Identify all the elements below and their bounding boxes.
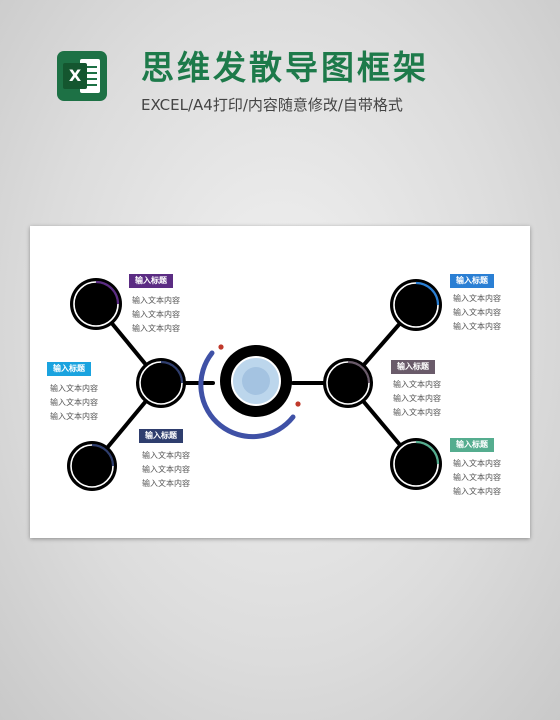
branch-node-bottom-right bbox=[390, 438, 442, 490]
center-arc bbox=[198, 350, 296, 440]
branch-text-mid-left[interactable]: 输入文本内容 bbox=[50, 398, 98, 407]
branch-title-top-left[interactable]: 输入标题 bbox=[129, 274, 173, 288]
branch-title-mid-right[interactable]: 输入标题 bbox=[391, 360, 435, 374]
page-subtitle: EXCEL/A4打印/内容随意修改/自带格式 bbox=[141, 96, 403, 114]
branch-node-bottom-left bbox=[67, 441, 117, 491]
branch-text-mid-right[interactable]: 输入文本内容 bbox=[393, 380, 441, 389]
branch-text-mid-left[interactable]: 输入文本内容 bbox=[50, 412, 98, 421]
branch-title-top-right[interactable]: 输入标题 bbox=[450, 274, 494, 288]
branch-text-top-right[interactable]: 输入文本内容 bbox=[453, 322, 501, 331]
logo-letter: X bbox=[63, 63, 87, 89]
branch-text-bottom-right[interactable]: 输入文本内容 bbox=[453, 459, 501, 468]
branch-text-mid-left[interactable]: 输入文本内容 bbox=[50, 384, 98, 393]
branch-text-mid-right[interactable]: 输入文本内容 bbox=[393, 394, 441, 403]
mind-map-diagram bbox=[67, 278, 442, 491]
hub-node-left bbox=[136, 358, 186, 408]
node-accent-arc bbox=[91, 443, 115, 467]
branch-text-top-left[interactable]: 输入文本内容 bbox=[132, 296, 180, 305]
branch-text-top-right[interactable]: 输入文本内容 bbox=[453, 294, 501, 303]
mind-map-card: 输入标题输入文本内容输入文本内容输入文本内容输入标题输入文本内容输入文本内容输入… bbox=[30, 226, 530, 538]
center-dot bbox=[295, 401, 301, 407]
center-dot bbox=[218, 344, 224, 350]
node-accent-arc bbox=[95, 280, 120, 305]
branch-title-bottom-left[interactable]: 输入标题 bbox=[139, 429, 183, 443]
branch-text-bottom-left[interactable]: 输入文本内容 bbox=[142, 465, 190, 474]
branch-node-top-left bbox=[70, 278, 122, 330]
center-node bbox=[198, 344, 301, 440]
excel-logo-icon: X bbox=[57, 51, 107, 101]
branch-text-top-left[interactable]: 输入文本内容 bbox=[132, 310, 180, 319]
branch-text-bottom-right[interactable]: 输入文本内容 bbox=[453, 473, 501, 482]
node-accent-arc bbox=[160, 360, 184, 384]
node-accent-arc bbox=[415, 281, 440, 306]
branch-text-bottom-left[interactable]: 输入文本内容 bbox=[142, 479, 190, 488]
page-title: 思维发散导图框架 bbox=[141, 48, 429, 87]
branch-title-mid-left[interactable]: 输入标题 bbox=[47, 362, 91, 376]
branch-text-bottom-left[interactable]: 输入文本内容 bbox=[142, 451, 190, 460]
node-accent-arc bbox=[415, 440, 440, 465]
branch-title-bottom-right[interactable]: 输入标题 bbox=[450, 438, 494, 452]
node-accent-arc bbox=[347, 360, 371, 384]
hub-node-right bbox=[323, 358, 373, 408]
branch-text-top-right[interactable]: 输入文本内容 bbox=[453, 308, 501, 317]
branch-text-bottom-right[interactable]: 输入文本内容 bbox=[453, 487, 501, 496]
branch-text-mid-right[interactable]: 输入文本内容 bbox=[393, 408, 441, 417]
branch-text-top-left[interactable]: 输入文本内容 bbox=[132, 324, 180, 333]
branch-node-top-right bbox=[390, 279, 442, 331]
